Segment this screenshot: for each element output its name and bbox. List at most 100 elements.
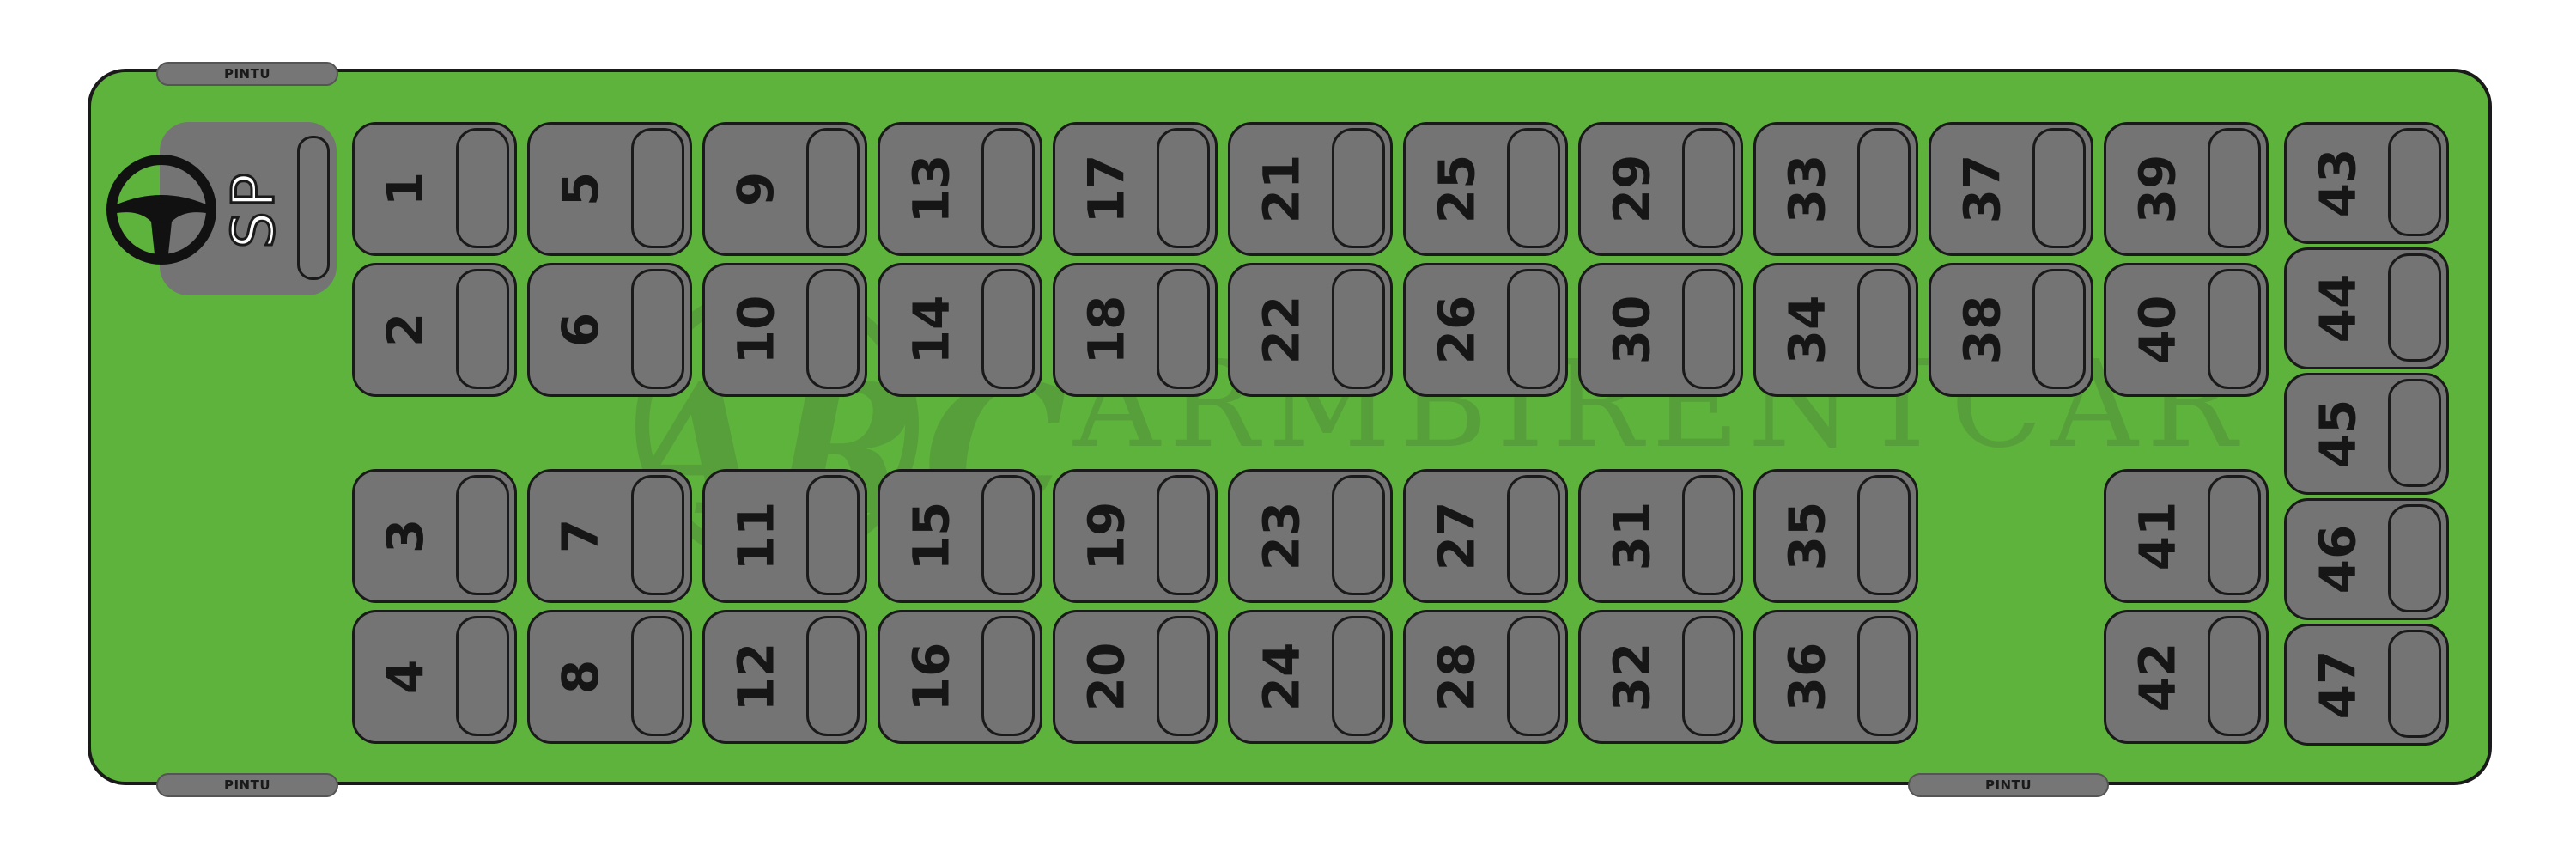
seat-back	[1507, 128, 1560, 248]
seat-6[interactable]: 6	[527, 263, 692, 397]
seat-number: 25	[1427, 154, 1485, 224]
seat-number: 15	[902, 501, 960, 571]
seat-back	[981, 616, 1035, 736]
seat-number: 14	[902, 295, 960, 365]
seat-back	[1332, 269, 1385, 389]
driver-seat-back	[297, 136, 330, 280]
seat-back	[1157, 269, 1210, 389]
seat-back	[2208, 475, 2261, 595]
seat-number: 27	[1427, 501, 1485, 571]
seat-number: 13	[902, 154, 960, 224]
seat-29[interactable]: 29	[1578, 122, 1743, 256]
seat-24[interactable]: 24	[1228, 610, 1393, 744]
seat-35[interactable]: 35	[1753, 469, 1918, 603]
seat-number: 41	[2128, 501, 2186, 571]
seat-42[interactable]: 42	[2104, 610, 2269, 744]
seat-back	[2388, 253, 2441, 362]
seat-number: 47	[2308, 649, 2366, 720]
seat-34[interactable]: 34	[1753, 263, 1918, 397]
seat-47[interactable]: 47	[2284, 624, 2449, 746]
seat-12[interactable]: 12	[702, 610, 867, 744]
seat-41[interactable]: 41	[2104, 469, 2269, 603]
seat-back	[981, 128, 1035, 248]
seat-4[interactable]: 4	[352, 610, 517, 744]
seat-38[interactable]: 38	[1929, 263, 2093, 397]
seat-number: 18	[1077, 295, 1135, 365]
seat-8[interactable]: 8	[527, 610, 692, 744]
seat-back	[1157, 128, 1210, 248]
seat-13[interactable]: 13	[878, 122, 1042, 256]
seat-28[interactable]: 28	[1403, 610, 1568, 744]
seat-back	[631, 475, 684, 595]
seat-back	[1332, 128, 1385, 248]
seat-number: 28	[1427, 642, 1485, 712]
seat-number: 21	[1252, 154, 1310, 224]
seat-21[interactable]: 21	[1228, 122, 1393, 256]
seat-number: 40	[2128, 295, 2186, 365]
seat-number: 39	[2128, 154, 2186, 224]
seat-37[interactable]: 37	[1929, 122, 2093, 256]
seat-2[interactable]: 2	[352, 263, 517, 397]
seat-9[interactable]: 9	[702, 122, 867, 256]
seat-31[interactable]: 31	[1578, 469, 1743, 603]
seat-back	[456, 128, 509, 248]
door-top-left: PINTU	[156, 62, 338, 86]
seat-14[interactable]: 14	[878, 263, 1042, 397]
seat-32[interactable]: 32	[1578, 610, 1743, 744]
seat-11[interactable]: 11	[702, 469, 867, 603]
seat-17[interactable]: 17	[1053, 122, 1218, 256]
seat-number: 34	[1777, 295, 1836, 365]
seat-45[interactable]: 45	[2284, 373, 2449, 495]
seat-back	[1507, 616, 1560, 736]
seat-number: 33	[1777, 154, 1836, 224]
seat-number: 6	[550, 312, 610, 348]
seat-back	[456, 269, 509, 389]
seat-back	[2208, 128, 2261, 248]
seat-30[interactable]: 30	[1578, 263, 1743, 397]
seat-number: 29	[1602, 154, 1661, 224]
seat-39[interactable]: 39	[2104, 122, 2269, 256]
seat-back	[1682, 616, 1735, 736]
seat-46[interactable]: 46	[2284, 498, 2449, 620]
seat-back	[1332, 475, 1385, 595]
steering-wheel-icon	[106, 155, 216, 265]
seat-back	[2388, 128, 2441, 236]
seat-15[interactable]: 15	[878, 469, 1042, 603]
seat-7[interactable]: 7	[527, 469, 692, 603]
seat-40[interactable]: 40	[2104, 263, 2269, 397]
seat-number: 4	[375, 659, 434, 695]
seat-number: 9	[726, 171, 785, 207]
seat-5[interactable]: 5	[527, 122, 692, 256]
seat-16[interactable]: 16	[878, 610, 1042, 744]
seat-back	[1682, 269, 1735, 389]
seat-1[interactable]: 1	[352, 122, 517, 256]
seat-27[interactable]: 27	[1403, 469, 1568, 603]
seat-back	[2032, 128, 2086, 248]
seat-10[interactable]: 10	[702, 263, 867, 397]
seat-33[interactable]: 33	[1753, 122, 1918, 256]
seat-26[interactable]: 26	[1403, 263, 1568, 397]
seat-43[interactable]: 43	[2284, 122, 2449, 244]
seat-18[interactable]: 18	[1053, 263, 1218, 397]
seat-back	[2032, 269, 2086, 389]
seat-back	[631, 269, 684, 389]
seat-number: 44	[2308, 273, 2366, 344]
seat-22[interactable]: 22	[1228, 263, 1393, 397]
seat-number: 45	[2308, 399, 2366, 469]
door-bottom-left: PINTU	[156, 773, 338, 797]
seat-3[interactable]: 3	[352, 469, 517, 603]
seat-44[interactable]: 44	[2284, 247, 2449, 369]
seat-back	[456, 616, 509, 736]
seat-back	[806, 128, 860, 248]
seat-number: 19	[1077, 501, 1135, 571]
seat-36[interactable]: 36	[1753, 610, 1918, 744]
seat-number: 16	[902, 642, 960, 712]
seat-number: 24	[1252, 642, 1310, 712]
seat-number: 43	[2308, 148, 2366, 218]
seat-19[interactable]: 19	[1053, 469, 1218, 603]
seat-back	[1857, 269, 1911, 389]
seat-23[interactable]: 23	[1228, 469, 1393, 603]
seat-20[interactable]: 20	[1053, 610, 1218, 744]
seat-number: 46	[2308, 524, 2366, 594]
seat-25[interactable]: 25	[1403, 122, 1568, 256]
